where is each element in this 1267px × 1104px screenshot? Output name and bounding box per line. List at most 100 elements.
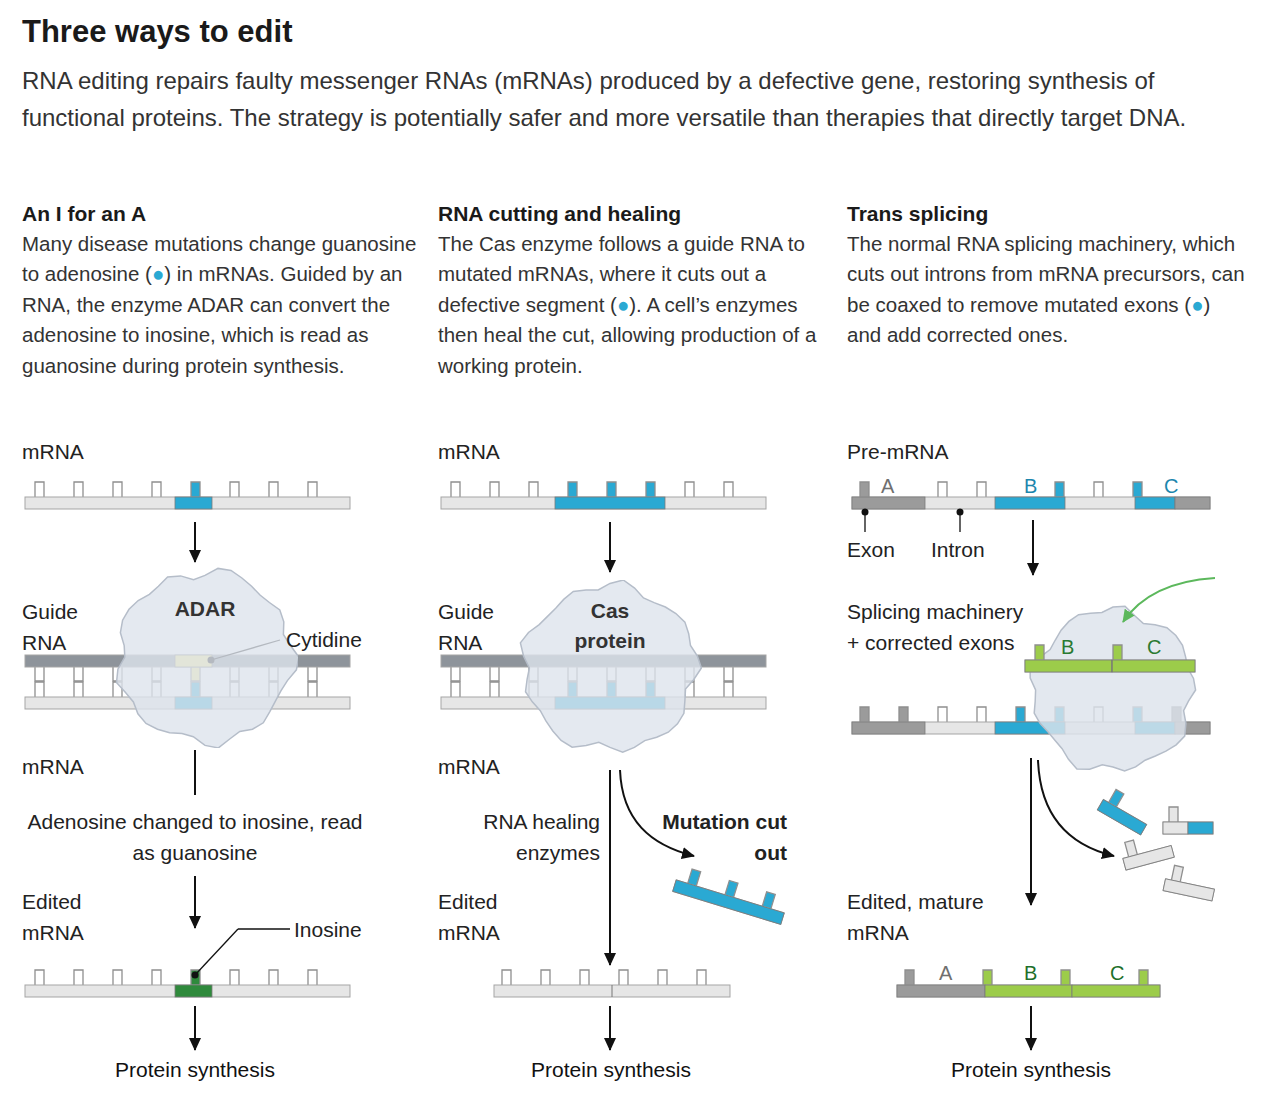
strand-bar [1163,822,1213,834]
part-label: Intron [931,535,985,565]
cut-fragment [673,866,789,925]
strand-segment [175,497,212,509]
leader-line [238,928,290,929]
flow-arrow [609,1006,611,1050]
strand-bar [1163,879,1214,901]
flow-arrow [609,770,611,965]
base-tick [938,482,947,497]
adar-enzyme: ADAR [112,566,298,748]
base-tick [724,682,733,697]
rna-strand [1097,787,1154,835]
strand-segment [852,497,925,509]
strand-segment [1163,879,1214,901]
strand-segment [1163,822,1188,834]
section-body: Many disease mutations change guanosine … [22,229,422,381]
base-tick [1055,482,1064,497]
strand-label: Edited mRNA [22,886,102,948]
base-tick [1113,645,1122,660]
leader-line [195,929,238,975]
flow-arrow [1032,520,1034,575]
base-tick [983,970,992,985]
strand-label: mRNA [22,752,84,782]
strand-label: Guide RNA [22,596,102,658]
exon-letter: B [1024,959,1037,988]
base-tick [619,970,628,985]
callout-label: Inosine [294,915,362,945]
base-tick [35,482,44,497]
flow-arrow [609,522,611,572]
result-label: Protein synthesis [481,1055,741,1085]
base-tick [1139,970,1148,985]
part-label: Exon [847,535,895,565]
base-tick [646,482,655,497]
strand-label: mRNA [22,437,84,467]
strand-segment [673,880,785,925]
base-tick [568,482,577,497]
base-tick [685,482,694,497]
base-tick [35,970,44,985]
base-tick [1133,482,1142,497]
exon-letter: A [881,472,894,501]
rna-strand [25,482,350,509]
exon-letter: B [1061,633,1074,662]
base-tick [1171,865,1183,882]
base-tick [1125,840,1138,857]
flow-arrow [194,876,196,928]
base-tick [905,970,914,985]
base-tick [1035,645,1044,660]
base-tick [607,482,616,497]
strand-bar [1123,846,1174,871]
base-tick [860,482,869,497]
strand-segment [1188,822,1213,834]
strand-bar [852,497,1210,509]
exon-fragment [1119,831,1174,870]
rna-strand [673,866,789,925]
flow-arrow [194,750,196,795]
section-heading: An I for an A [22,199,422,229]
base-tick [490,667,499,681]
base-tick [1169,807,1178,822]
flow-arrow [194,522,196,562]
exon-letter: C [1164,472,1178,501]
strand-label: Edited mRNA [438,886,518,948]
step-note: RNA healing enzymes [440,806,600,868]
flow-arrow [1030,1006,1032,1050]
base-tick [74,970,83,985]
leader-dot [957,509,964,516]
base-tick [191,482,200,497]
base-tick [899,707,908,722]
strand-segment [1175,497,1210,509]
strand-label: mRNA [438,437,500,467]
splicing-machinery [1030,606,1196,771]
strand-label: mRNA [438,752,500,782]
rna-strand [1163,807,1213,834]
section-body: The Cas enzyme follows a guide RNA to mu… [438,229,836,381]
strand-segment [1025,660,1112,672]
base-tick [724,667,733,681]
mutation-dot: ● [152,262,164,285]
strand-bar [441,497,766,509]
title: Three ways to edit [22,10,822,55]
strand-bar [25,985,350,997]
step-note: Mutation cut out [655,806,787,868]
section-body: The normal RNA splicing machinery, which… [847,229,1245,351]
base-tick [152,482,161,497]
segment-divider [1112,660,1113,672]
strand-segment [175,985,212,997]
exon-letter: B [1024,472,1037,501]
enzyme-blob [117,568,299,748]
base-tick [977,482,986,497]
base-tick [580,970,589,985]
exon-letter: C [1110,959,1124,988]
flow-arrow [194,1006,196,1050]
strand-segment [995,497,1065,509]
leader-dot [192,972,199,979]
cas-protein: Cas protein [518,580,702,756]
base-tick [74,482,83,497]
base-tick [269,482,278,497]
base-tick [938,707,947,722]
rna-strand [1163,864,1218,901]
result-label: Protein synthesis [65,1055,325,1085]
base-tick [74,667,83,681]
base-tick [74,682,83,697]
